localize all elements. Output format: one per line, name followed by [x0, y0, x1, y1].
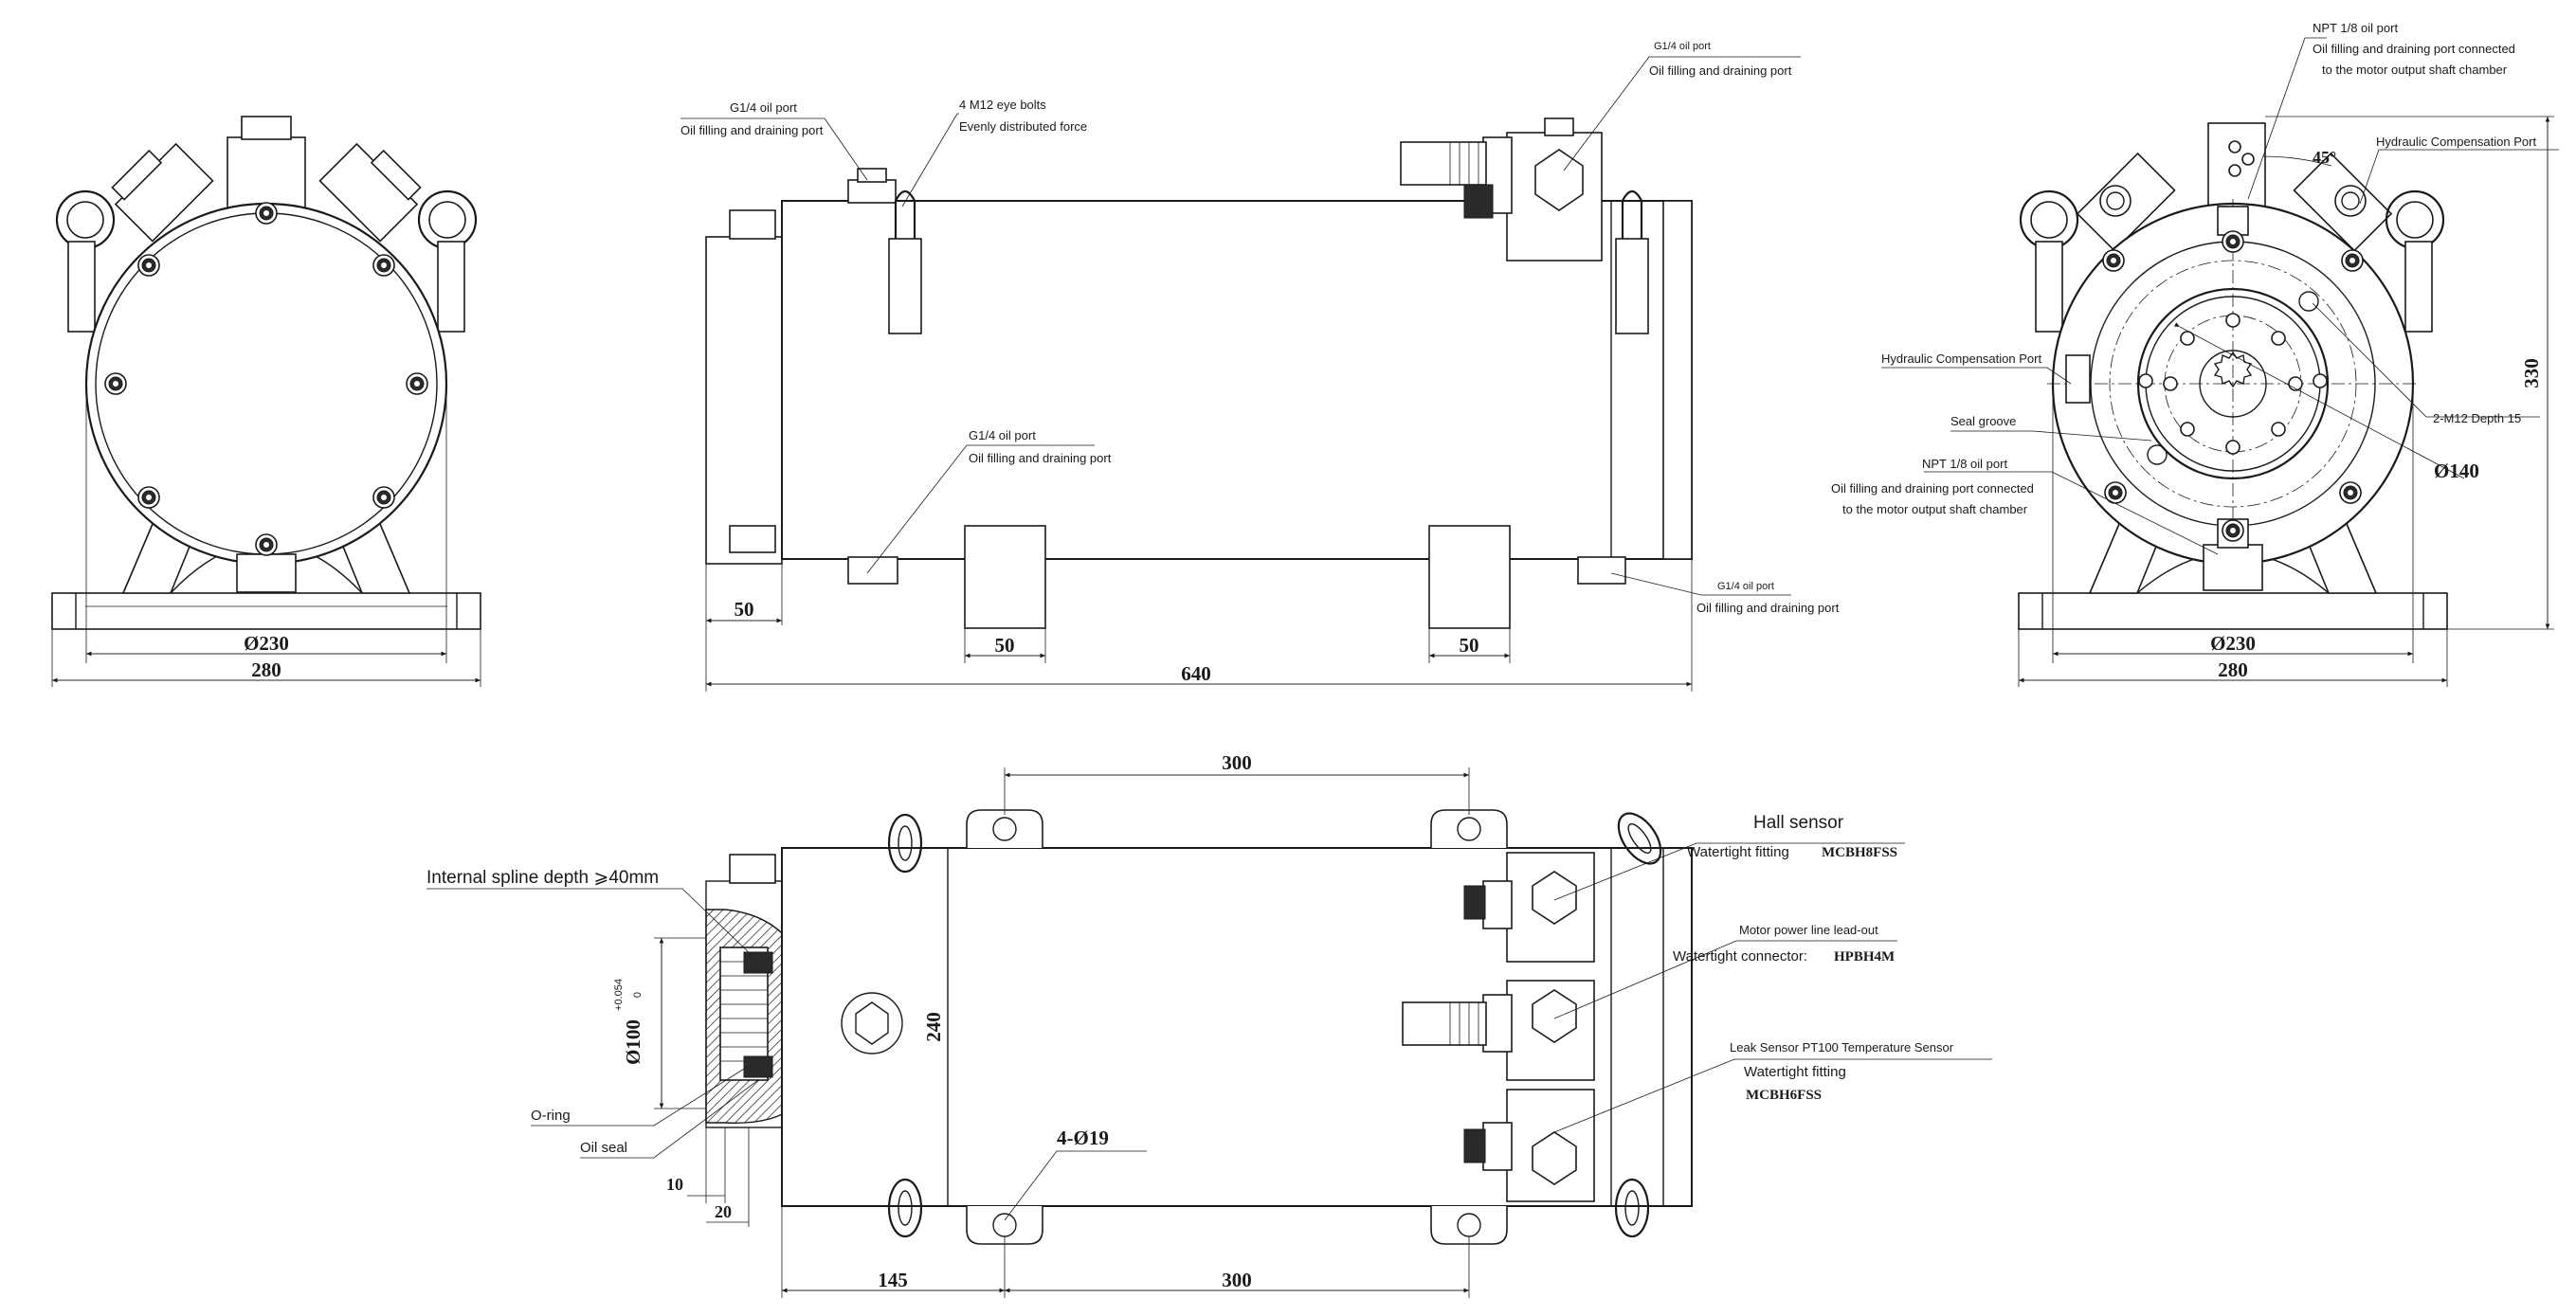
dim-tol-low: 0	[632, 992, 644, 998]
label-npt-bottom: NPT 1/8 oil port	[1922, 457, 2007, 471]
dim-d230-right: Ø230	[2210, 632, 2256, 655]
label-motor-power: Motor power line lead-out	[1739, 923, 1878, 937]
dim-d100: Ø100	[622, 1019, 644, 1065]
label-o-ring: O-ring	[531, 1108, 571, 1124]
label-watertight-fitting-2: Watertight fitting	[1744, 1064, 1846, 1080]
label-oil-fill-tr: Oil filling and draining port	[1649, 63, 1792, 78]
label-leak-sensor: Leak Sensor PT100 Temperature Sensor	[1730, 1040, 1954, 1055]
dim-w50-a: 50	[735, 598, 754, 621]
label-oil-fill-mid: Oil filling and draining port	[969, 451, 1112, 465]
label-oil-seal: Oil seal	[580, 1140, 627, 1156]
dim-holes: 4-Ø19	[1057, 1127, 1109, 1149]
dim-w20: 20	[715, 1202, 732, 1221]
label-seal-groove: Seal groove	[1950, 414, 2016, 428]
label-g14-port-tr: G1/4 oil port	[1654, 41, 1711, 52]
dim-d230-left: Ø230	[244, 632, 289, 655]
label-angle-45: 45°	[2313, 148, 2336, 167]
label-npt-bottom-desc1: Oil filling and draining port connected	[1831, 481, 2034, 496]
label-g14-port-tl: G1/4 oil port	[730, 100, 797, 115]
label-watertight-connector: Watertight connector:	[1673, 948, 1807, 964]
label-eye-bolts: 4 M12 eye bolts	[959, 98, 1046, 112]
dim-w10: 10	[666, 1175, 683, 1194]
side-view: 50 50 50 640 G1/4 oil port Oil filling a…	[680, 41, 1840, 692]
left-end-view: Ø230 280	[51, 116, 481, 687]
top-view: 300 145 300 240 4-Ø19 Ø100 +0.054 0 10 2…	[426, 751, 1992, 1298]
dim-d140: Ø140	[2434, 460, 2479, 482]
dim-h240: 240	[922, 1012, 945, 1042]
label-npt-top: NPT 1/8 oil port	[2313, 21, 2398, 35]
label-g14-port-br: G1/4 oil port	[1717, 581, 1774, 592]
dim-h330: 330	[2520, 358, 2543, 388]
label-npt-top-desc1: Oil filling and draining port connected	[2313, 42, 2515, 56]
dim-w50-b: 50	[995, 634, 1015, 657]
label-mcbh8fss: MCBH8FSS	[1822, 845, 1897, 860]
dim-w280-left: 280	[251, 658, 281, 681]
label-m12-depth: 2-M12 Depth 15	[2433, 411, 2521, 425]
label-oil-fill-br: Oil filling and draining port	[1696, 601, 1840, 615]
dim-w300-bottom: 300	[1222, 1269, 1252, 1291]
label-npt-bottom-desc2: to the motor output shaft chamber	[1842, 502, 2028, 516]
dim-w300-top: 300	[1222, 751, 1252, 774]
label-watertight-fitting-1: Watertight fitting	[1687, 844, 1789, 860]
dim-w50-c: 50	[1460, 634, 1479, 657]
label-hyd-comp-top: Hydraulic Compensation Port	[2376, 135, 2536, 149]
dim-tol-up: +0.054	[613, 979, 625, 1011]
dim-w145: 145	[878, 1269, 908, 1291]
dim-w640: 640	[1181, 662, 1211, 685]
label-g14-port-mid: G1/4 oil port	[969, 428, 1036, 442]
right-end-view: Ø230 280 330 Ø140 45° NPT 1/8 oil port O…	[1831, 21, 2559, 687]
label-hpbh4m: HPBH4M	[1834, 949, 1895, 964]
label-oil-fill-tl: Oil filling and draining port	[680, 123, 824, 137]
label-mcbh6fss: MCBH6FSS	[1746, 1088, 1822, 1103]
label-internal-spline: Internal spline depth ⩾40mm	[426, 868, 659, 888]
label-npt-top-desc2: to the motor output shaft chamber	[2322, 63, 2508, 77]
dim-w280-right: 280	[2218, 658, 2248, 681]
label-hyd-comp-left: Hydraulic Compensation Port	[1881, 352, 2041, 366]
label-even-force: Evenly distributed force	[959, 119, 1087, 134]
label-hall-sensor: Hall sensor	[1753, 813, 1844, 833]
